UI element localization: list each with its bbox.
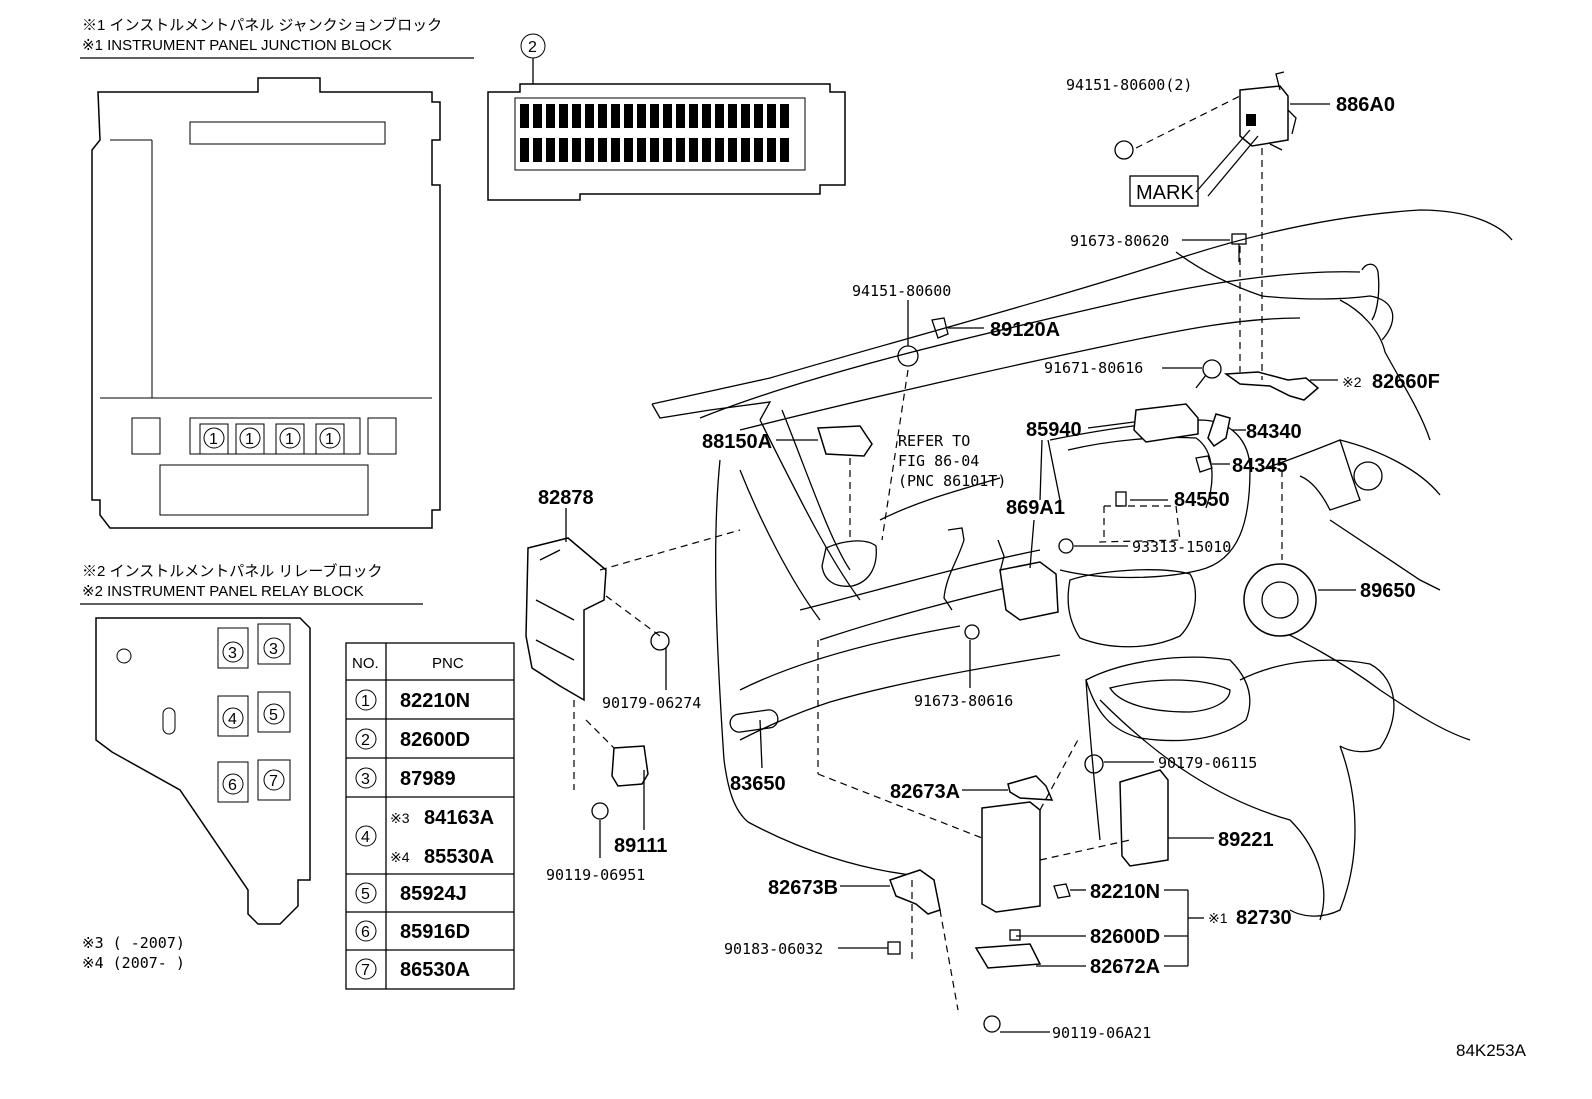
- svg-text:85916D: 85916D: [400, 921, 470, 943]
- mark-box: [1129, 175, 1199, 207]
- svg-text:※2 INSTRUMENT PANEL RELAY BLOC: ※2 INSTRUMENT PANEL RELAY BLOCK: [82, 583, 364, 600]
- svg-text:※1: ※1: [1208, 910, 1228, 926]
- svg-text:2: 2: [361, 732, 370, 749]
- part-label: 84550: [1174, 489, 1230, 511]
- relay-block-heading: ※2 インストルメントパネル リレーブロック ※2 INSTRUMENT PAN…: [80, 562, 423, 605]
- svg-text:5: 5: [269, 707, 278, 724]
- svg-text:※2: ※2: [1342, 374, 1362, 390]
- svg-text:1: 1: [209, 431, 218, 448]
- svg-text:※3 ( -2007): ※3 ( -2007): [82, 934, 185, 952]
- part-label: 93313-15010: [1132, 538, 1231, 556]
- svg-text:※4 (2007- ): ※4 (2007- ): [82, 954, 185, 972]
- part-label: 89650: [1360, 580, 1416, 602]
- svg-text:(PNC 86101T): (PNC 86101T): [898, 472, 1006, 490]
- junction-block-heading: ※1 インストルメントパネル ジャンクションブロック ※1 INSTRUMENT…: [80, 16, 474, 59]
- refer-note: REFER TO FIG 86-04 (PNC 86101T): [898, 432, 1006, 490]
- svg-text:※1 INSTRUMENT PANEL JUNCTION B: ※1 INSTRUMENT PANEL JUNCTION BLOCK: [82, 37, 392, 54]
- part-label: 82730: [1236, 907, 1292, 929]
- part-label: 90119-06A21: [1052, 1024, 1151, 1042]
- connector-2-drawing: 2: [487, 33, 846, 201]
- part-label: 886A0: [1336, 94, 1395, 116]
- svg-text:4: 4: [361, 829, 370, 846]
- svg-text:87989: 87989: [400, 768, 456, 790]
- relay-block-drawing: 3 3 4 5 6 7: [95, 617, 311, 925]
- part-label: 91671-80616: [1044, 359, 1143, 377]
- table-header-no: NO.: [352, 655, 379, 672]
- table-row: 6 85916D: [355, 920, 470, 943]
- svg-text:85924J: 85924J: [400, 883, 467, 905]
- pnc-table: NO. PNC 1 82210N 2 82600D 3 87989 4 ※3 8…: [345, 642, 515, 990]
- dashboard-illustration: [651, 209, 1513, 921]
- svg-text:REFER TO: REFER TO: [898, 432, 970, 450]
- part-label: 88150A: [702, 431, 772, 453]
- part-labels: 94151-80600(2) 886A0 91673-80620 94151-8…: [538, 76, 1440, 1042]
- part-label: 85940: [1026, 419, 1082, 441]
- part-label: 89111: [614, 835, 667, 857]
- svg-text:86530A: 86530A: [400, 959, 470, 981]
- table-row: 1 82210N: [355, 689, 470, 712]
- svg-text:※2 インストルメントパネル リレーブロック: ※2 インストルメントパネル リレーブロック: [82, 562, 382, 580]
- svg-text:3: 3: [361, 771, 370, 788]
- table-row: 4 ※3 84163A ※4 85530A: [355, 807, 494, 868]
- component-sketches: [525, 71, 1320, 1033]
- table-row: 2 82600D: [355, 728, 470, 751]
- figure-id: 84K253A: [1456, 1041, 1527, 1060]
- part-label: 90179-06115: [1158, 754, 1257, 772]
- svg-text:84163A: 84163A: [424, 807, 494, 829]
- part-label: 82672A: [1090, 956, 1160, 978]
- part-label: 84340: [1246, 421, 1302, 443]
- mark-label: MARK: [1136, 182, 1194, 204]
- svg-text:FIG 86-04: FIG 86-04: [898, 452, 979, 470]
- svg-text:※4: ※4: [390, 849, 410, 865]
- table-row: 3 87989: [355, 767, 456, 790]
- junction-block-drawing: 1 1 1 1: [91, 77, 441, 529]
- connector-2-pins: [520, 104, 789, 162]
- svg-text:1: 1: [245, 431, 254, 448]
- part-label: 84345: [1232, 455, 1288, 477]
- date-notes: ※3 ( -2007) ※4 (2007- ): [82, 934, 185, 972]
- svg-text:1: 1: [325, 431, 334, 448]
- svg-text:3: 3: [228, 645, 237, 662]
- part-label: 82210N: [1090, 881, 1160, 903]
- part-label: 82878: [538, 487, 594, 509]
- svg-text:1: 1: [361, 693, 370, 710]
- part-label: 83650: [730, 773, 786, 795]
- svg-text:7: 7: [269, 773, 278, 790]
- table-row: 5 85924J: [355, 882, 467, 905]
- svg-text:※3: ※3: [390, 810, 410, 826]
- part-label: 94151-80600: [852, 282, 951, 300]
- svg-text:4: 4: [228, 711, 237, 728]
- part-label: 82673A: [890, 781, 960, 803]
- part-label: 82673B: [768, 877, 838, 899]
- svg-text:3: 3: [269, 641, 278, 658]
- part-label: 90183-06032: [724, 940, 823, 958]
- svg-text:82600D: 82600D: [400, 729, 470, 751]
- svg-text:6: 6: [228, 777, 237, 794]
- part-label: 90119-06951: [546, 866, 645, 884]
- svg-text:82210N: 82210N: [400, 690, 470, 712]
- table-header-pnc: PNC: [432, 655, 464, 672]
- svg-text:1: 1: [285, 431, 294, 448]
- table-row: 7 86530A: [355, 958, 470, 981]
- leader-lines: [565, 95, 1356, 1033]
- part-label: 91673-80616: [914, 692, 1013, 710]
- part-label: 82660F: [1372, 371, 1440, 393]
- svg-text:※1 インストルメントパネル ジャンクションブロック: ※1 インストルメントパネル ジャンクションブロック: [82, 16, 442, 34]
- svg-text:85530A: 85530A: [424, 846, 494, 868]
- part-label: 869A1: [1006, 497, 1065, 519]
- svg-text:5: 5: [361, 886, 370, 903]
- part-label: 89120A: [990, 319, 1060, 341]
- part-label: 94151-80600(2): [1066, 76, 1192, 94]
- part-label: 90179-06274: [602, 694, 701, 712]
- svg-text:7: 7: [361, 962, 370, 979]
- part-label: 89221: [1218, 829, 1274, 851]
- part-label: 82600D: [1090, 926, 1160, 948]
- svg-text:6: 6: [361, 924, 370, 941]
- svg-text:2: 2: [528, 39, 537, 56]
- part-label: 91673-80620: [1070, 232, 1169, 250]
